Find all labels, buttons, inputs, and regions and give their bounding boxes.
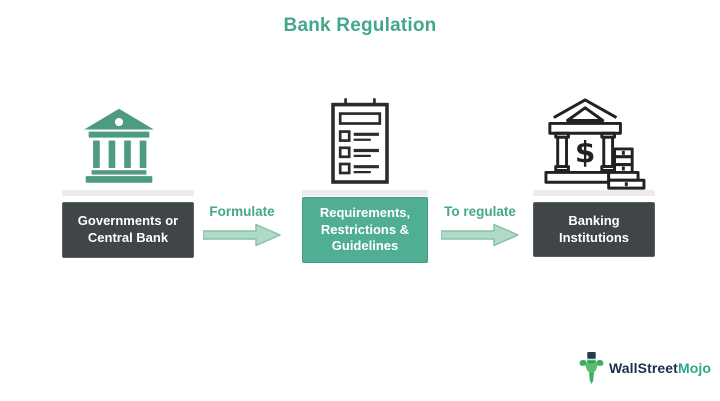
arrow-label: To regulate (444, 204, 516, 219)
diagram-title: Bank Regulation (283, 15, 437, 36)
wallstreetmojo-logo: WallStreetMojo (578, 350, 711, 386)
arrow-formulate: Formulate (201, 204, 283, 247)
node-label: Banking Institutions (558, 212, 630, 245)
node-label: Governments or Central Bank (77, 213, 179, 245)
node-label: Requirements, Restrictions & Guidelines (319, 204, 411, 254)
logo-text-primary: WallStreet (609, 360, 678, 376)
banking-institutions-icon: $ (538, 96, 646, 194)
logo-text-secondary: Mojo (677, 360, 712, 376)
shadow-band (62, 190, 194, 196)
node-requirements-restrictions-guidelines: Requirements, Restrictions & Guidelines (302, 197, 428, 263)
arrow-to-regulate: To regulate (439, 204, 521, 247)
right-arrow-icon (203, 223, 281, 247)
arrow-label: Formulate (209, 204, 275, 219)
node-banking-institutions: Banking Institutions (533, 202, 655, 257)
shadow-band (533, 190, 655, 196)
node-governments-central-bank: Governments or Central Bank (62, 202, 194, 258)
checklist-icon (324, 95, 396, 188)
right-arrow-icon (441, 223, 519, 247)
svg-text:$: $ (575, 136, 595, 170)
shadow-band (302, 190, 428, 196)
wallstreetmojo-mascot-icon (579, 352, 604, 384)
logo-text: WallStreetMojo (609, 360, 711, 376)
government-bank-icon (82, 101, 156, 189)
